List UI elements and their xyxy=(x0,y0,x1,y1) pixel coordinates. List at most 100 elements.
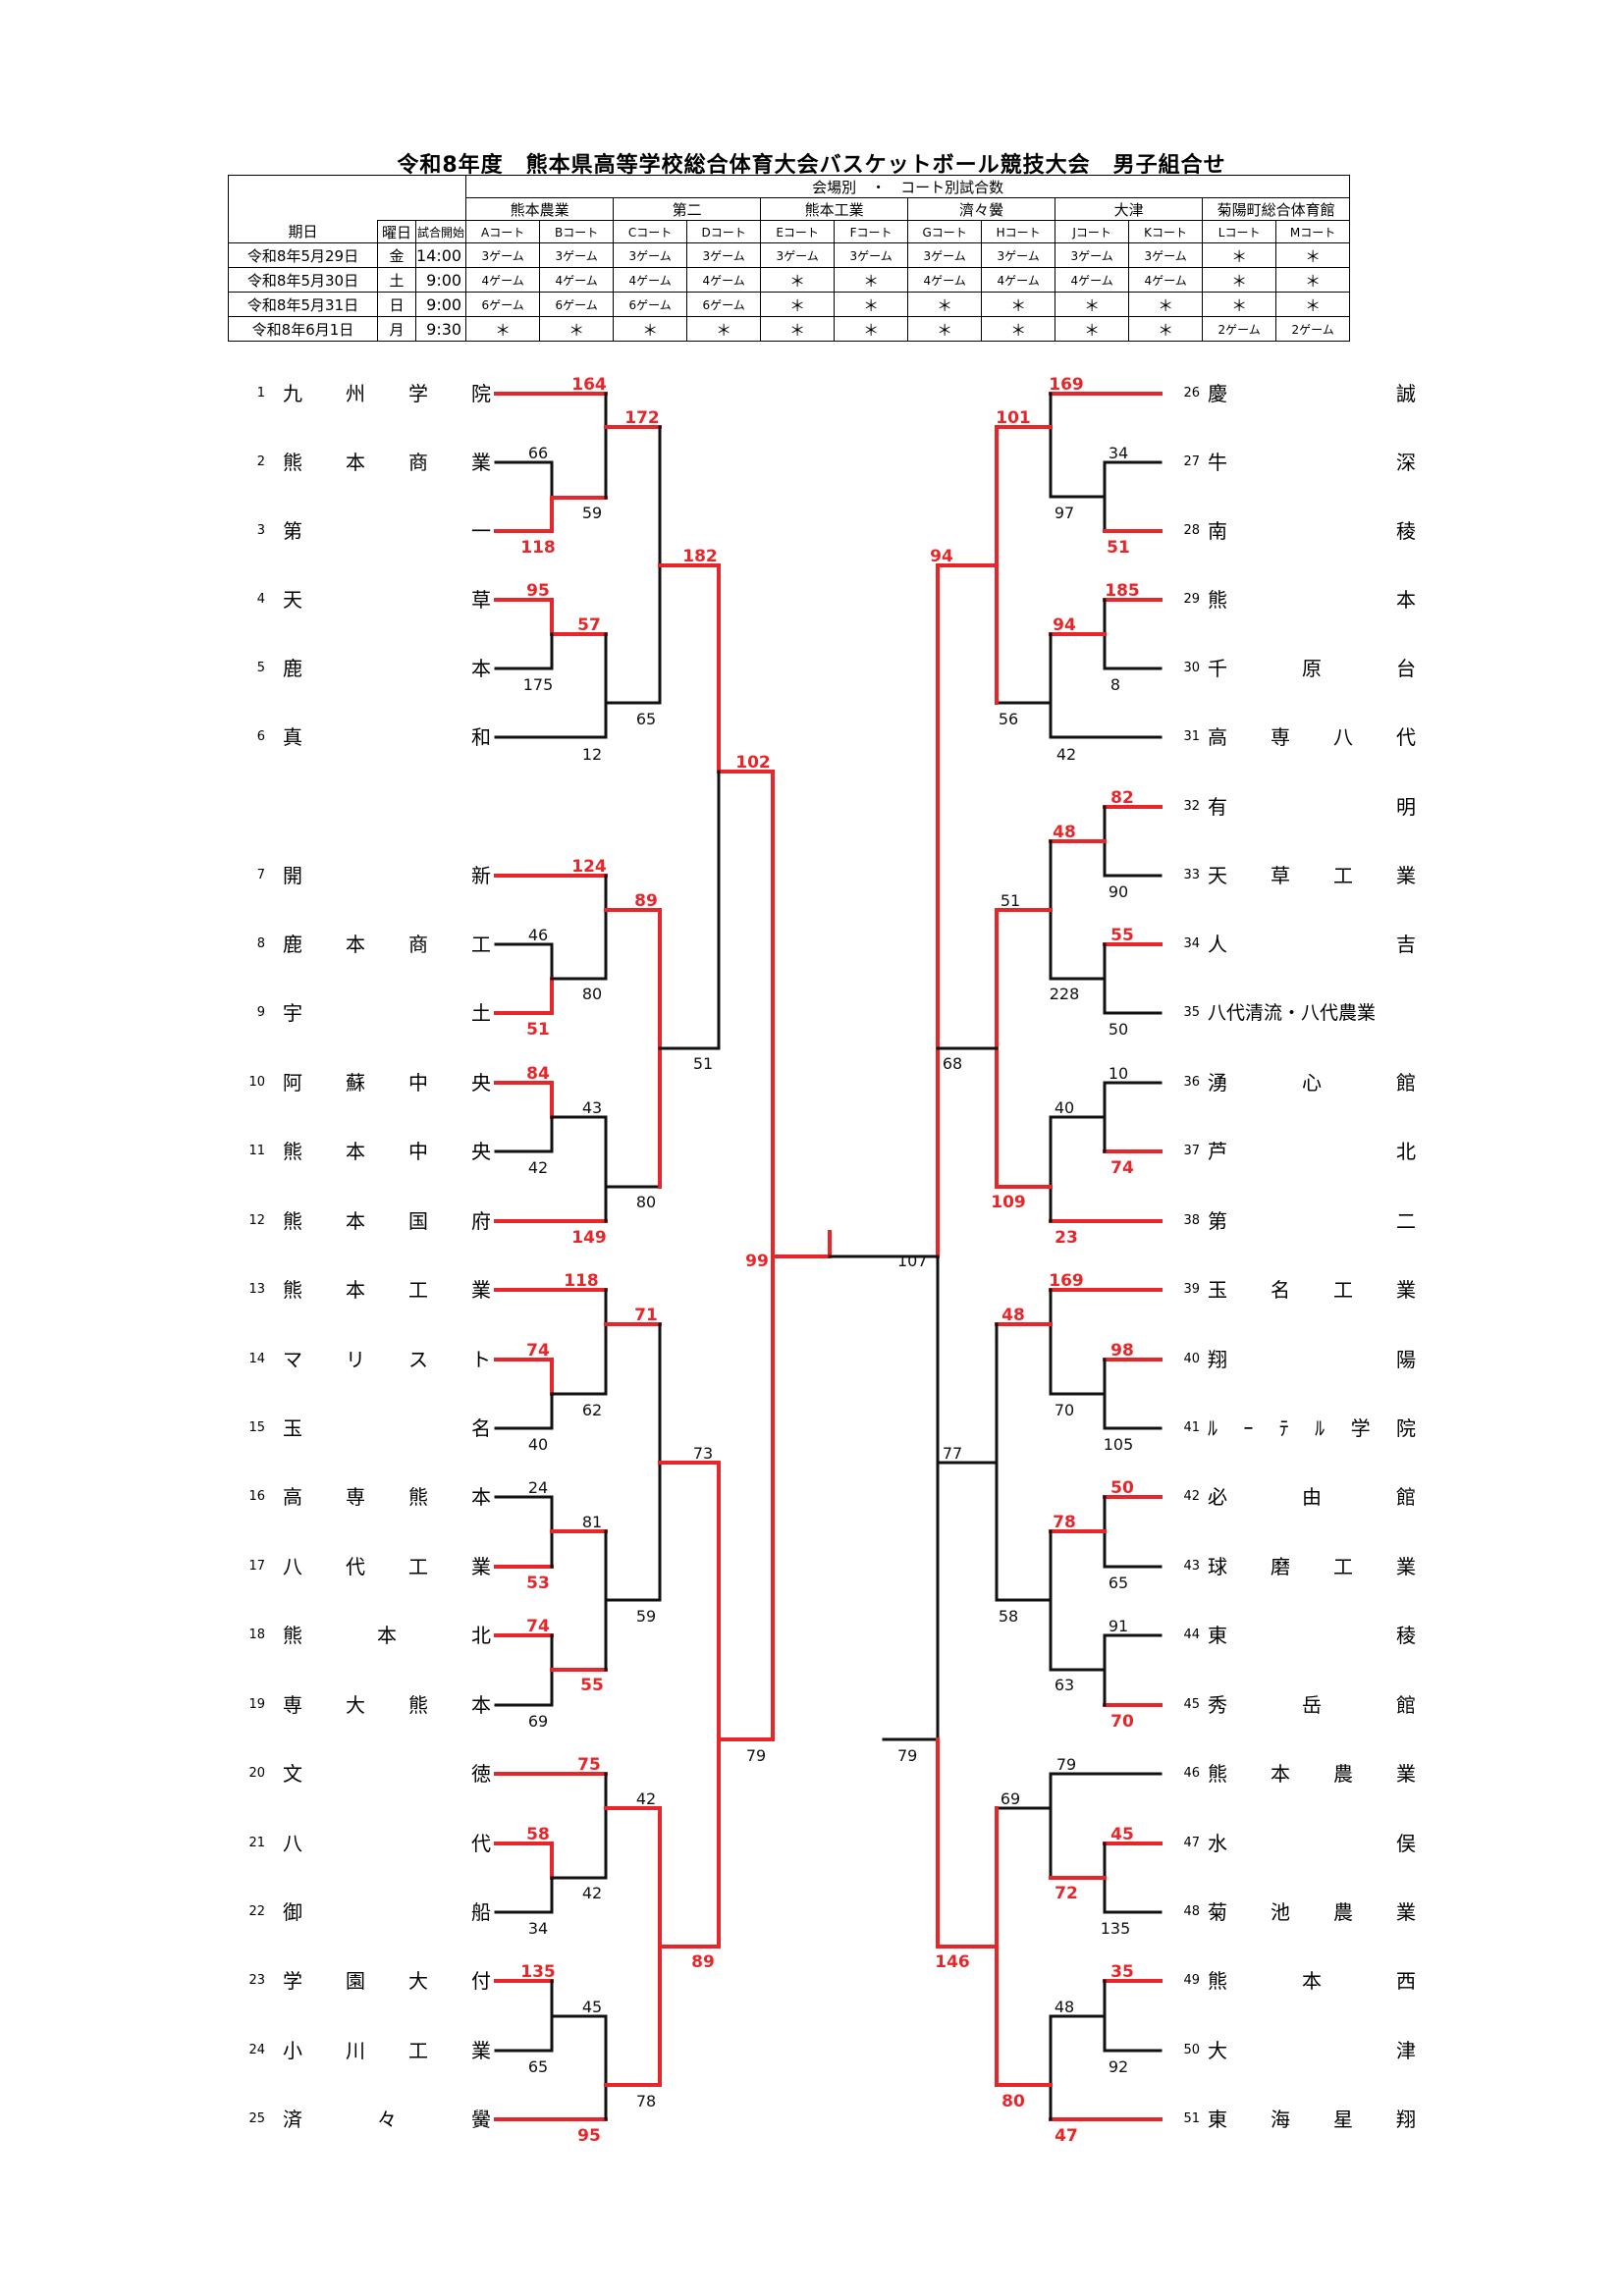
team-name: 第一 xyxy=(283,519,491,543)
team-number: 15 xyxy=(248,1420,265,1435)
game-number: 51 xyxy=(693,1054,713,1073)
game-number: 40 xyxy=(528,1435,548,1454)
game-number: 58 xyxy=(526,1825,550,1844)
schedule-cell: ＊ xyxy=(1202,267,1277,293)
team-number: 20 xyxy=(248,1766,265,1781)
game-number: 172 xyxy=(624,408,660,428)
game-number: 71 xyxy=(634,1306,658,1325)
team-name: 天草工業 xyxy=(1208,864,1416,887)
court-name: Eコート xyxy=(760,220,836,243)
team-number: 1 xyxy=(256,386,265,400)
team-name: 熊本農業 xyxy=(1208,1762,1416,1786)
team-name: 八代工業 xyxy=(283,1555,491,1578)
team-number: 5 xyxy=(256,661,265,675)
team-number: 51 xyxy=(1183,2111,1200,2126)
schedule-cell: ＊ xyxy=(1055,316,1130,342)
team-name: 専大熊本 xyxy=(283,1693,491,1717)
team-name: 必由館 xyxy=(1208,1485,1416,1509)
game-number: 164 xyxy=(571,375,607,395)
game-number: 79 xyxy=(1056,1755,1076,1774)
game-number: 42 xyxy=(582,1884,602,1902)
game-number: 66 xyxy=(528,444,548,462)
venue-name: 菊陽町総合体育館 xyxy=(1202,197,1351,221)
schedule-cell: 6ゲーム xyxy=(539,292,615,317)
team-number: 7 xyxy=(256,868,265,882)
team-number: 34 xyxy=(1183,936,1200,951)
game-number: 50 xyxy=(1109,1020,1128,1039)
team-number: 31 xyxy=(1183,729,1200,744)
game-number: 50 xyxy=(1110,1478,1134,1498)
game-number: 91 xyxy=(1109,1617,1128,1635)
game-number: 99 xyxy=(745,1252,769,1271)
game-number: 94 xyxy=(1053,615,1076,635)
game-number: 48 xyxy=(1001,1306,1025,1325)
game-number: 65 xyxy=(528,2057,548,2076)
game-number: 48 xyxy=(1055,1998,1074,2016)
team-number: 24 xyxy=(248,2043,265,2057)
game-number: 81 xyxy=(582,1513,602,1531)
team-number: 4 xyxy=(256,592,265,607)
game-number: 23 xyxy=(1055,1228,1078,1248)
game-number: 45 xyxy=(582,1998,602,2016)
game-number: 62 xyxy=(582,1401,602,1419)
team-number: 27 xyxy=(1183,454,1200,469)
col-day: 曜日 xyxy=(377,220,416,243)
schedule-cell: 4ゲーム xyxy=(981,267,1056,293)
team-name: 熊本北 xyxy=(283,1624,491,1647)
court-name: Aコート xyxy=(465,220,541,243)
game-number: 10 xyxy=(1109,1064,1128,1083)
team-name: 宇土 xyxy=(283,1001,491,1025)
game-number: 95 xyxy=(577,2126,601,2146)
game-number: 43 xyxy=(582,1098,602,1117)
team-name: 熊本商業 xyxy=(283,451,491,474)
team-number: 41 xyxy=(1183,1420,1200,1435)
team-number: 9 xyxy=(256,1005,265,1020)
team-name: 慶誠 xyxy=(1208,382,1416,405)
game-number: 53 xyxy=(526,1574,550,1593)
game-number: 175 xyxy=(523,675,554,694)
team-name: 九州学院 xyxy=(283,382,491,405)
venue-name: 第二 xyxy=(613,197,762,221)
game-number: 228 xyxy=(1050,985,1080,1003)
schedule-cell: 4ゲーム xyxy=(1128,267,1204,293)
team-number: 25 xyxy=(248,2111,265,2126)
team-number: 10 xyxy=(248,1075,265,1090)
team-number: 38 xyxy=(1183,1213,1200,1228)
team-number: 49 xyxy=(1183,1973,1200,1988)
game-number: 74 xyxy=(526,1617,550,1636)
team-name: 球磨工業 xyxy=(1208,1555,1416,1578)
team-number: 44 xyxy=(1183,1628,1200,1642)
team-name: 牛深 xyxy=(1208,451,1416,474)
game-number: 47 xyxy=(1055,2126,1078,2146)
game-number: 40 xyxy=(1055,1098,1074,1117)
game-number: 169 xyxy=(1049,1271,1084,1291)
game-number: 59 xyxy=(582,504,602,522)
team-name: 玉名 xyxy=(283,1416,491,1440)
game-number: 79 xyxy=(746,1746,766,1765)
team-number: 30 xyxy=(1183,661,1200,675)
schedule-cell: ＊ xyxy=(907,292,983,317)
team-name: 高専八代 xyxy=(1208,725,1416,749)
team-name: 熊本中央 xyxy=(283,1140,491,1163)
team-number: 23 xyxy=(248,1973,265,1988)
game-number: 89 xyxy=(691,1952,715,1972)
team-number: 18 xyxy=(248,1628,265,1642)
team-name: マリスト xyxy=(283,1348,491,1371)
schedule-cell: 3ゲーム xyxy=(1055,242,1130,268)
team-number: 46 xyxy=(1183,1766,1200,1781)
team-name: 芦北 xyxy=(1208,1140,1416,1163)
team-number: 17 xyxy=(248,1559,265,1574)
team-name: 熊本西 xyxy=(1208,1969,1416,1993)
team-name: 開新 xyxy=(283,864,491,887)
game-number: 79 xyxy=(897,1746,917,1765)
team-name: 済々黌 xyxy=(283,2108,491,2131)
team-name: 水俣 xyxy=(1208,1832,1416,1855)
team-name: 有明 xyxy=(1208,795,1416,819)
court-name: Jコート xyxy=(1055,220,1130,243)
game-number: 42 xyxy=(1056,745,1076,764)
team-name: 小川工業 xyxy=(283,2039,491,2062)
schedule-cell: ＊ xyxy=(760,292,836,317)
schedule-cell: ＊ xyxy=(981,316,1056,342)
game-number: 102 xyxy=(735,753,771,773)
